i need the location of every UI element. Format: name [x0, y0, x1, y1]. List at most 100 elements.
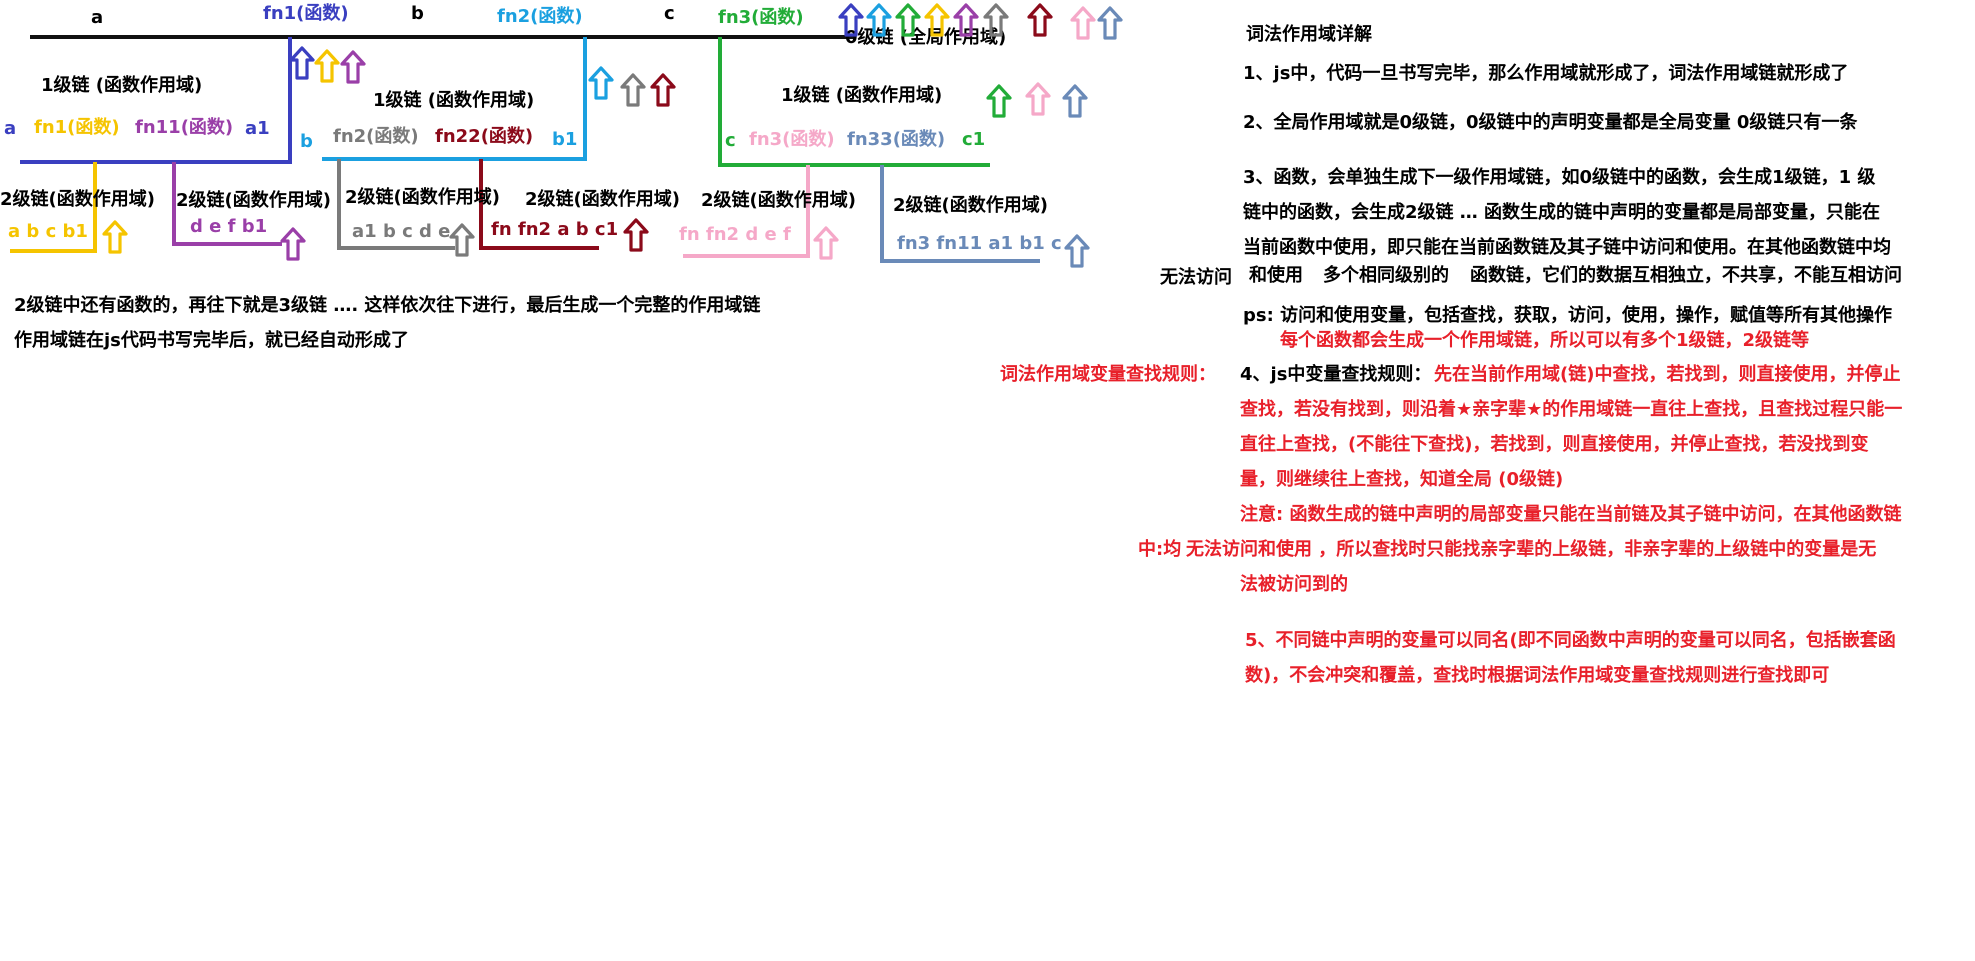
fn3-level2-line [683, 254, 810, 258]
fn3-chain-label: 1级链 (函数作用域) [781, 85, 943, 106]
level2-label-1: 2级链(函数作用域) [0, 189, 155, 210]
up-arrow-icon [838, 3, 864, 37]
top-var-b: b [411, 3, 424, 24]
up-arrow-icon [314, 49, 340, 83]
fn3-chain-fn33: fn33(函数) [847, 129, 946, 150]
fn2-chain-label: 1级链 (函数作用域) [373, 90, 535, 111]
fn3-chain-var-c1: c1 [962, 129, 986, 150]
level2-label-6: 2级链(函数作用域) [893, 195, 1048, 216]
level2-vars-2: d e f b1 [190, 216, 268, 237]
level2-vars-3: a1 b c d e [352, 221, 451, 242]
up-arrow-icon [924, 3, 950, 37]
rule-3: 3、函数，会单独生成下一级作用域链，如0级链中的函数，会生成1级链，1 级 链中… [1243, 160, 1891, 265]
fn2-branch-vertical [583, 37, 587, 161]
fn1-chain-line [20, 160, 292, 164]
rule-3-line-4b: 和使用 [1249, 265, 1303, 286]
up-arrow-icon [449, 223, 475, 257]
fn3-chain-fn3: fn3(函数) [749, 129, 835, 150]
red-note-multi-chains: 每个函数都会生成一个作用域链，所以可以有多个1级链，2级链等 [1280, 330, 1810, 351]
fn1-chain-fn11: fn11(函数) [135, 117, 234, 138]
level2-vars-4: fn fn2 a b c1 [491, 219, 619, 240]
rule-3-line-4a: 无法访问 [1160, 267, 1232, 288]
top-var-c: c [664, 3, 675, 24]
top-fn1: fn1(函数) [263, 3, 349, 24]
level2-vars-5: fn fn2 d e f [679, 224, 791, 245]
fn1-level2-vertical [93, 162, 97, 253]
caution-line-1: 注意: 函数生成的链中声明的局部变量只能在当前链及其子链中访问，在其他函数链 [1240, 504, 1902, 525]
caution-line-2b: 无法访问和使用 ，所以查找时只能找亲字辈的上级链，非亲字辈的上级链中的变量是无 [1186, 539, 1877, 560]
top-fn2: fn2(函数) [497, 6, 583, 27]
rule-5-line-2: 数)，不会冲突和覆盖，查找时根据词法作用域变量查找规则进行查找即可 [1245, 665, 1830, 686]
fn1-chain-fn1: fn1(函数) [34, 117, 120, 138]
up-arrow-icon [1070, 6, 1096, 40]
fn3-chain-line [718, 163, 990, 167]
note-auto-formed: 作用域链在js代码书写完毕后，就已经自动形成了 [14, 330, 409, 351]
rule-3-line-4d: 函数链，它们的数据互相独立，不共享，不能互相访问 [1470, 265, 1902, 286]
rule-5: 5、不同链中声明的变量可以同名(即不同函数中声明的变量可以同名，包括嵌套函 数)… [1245, 623, 1896, 693]
fn33-level2-vertical [880, 165, 884, 263]
rule-4-line-3: 直往上查找，(不能往下查找)，若找到，则直接使用，并停止查找，若没找到变 [1240, 434, 1869, 455]
rule-2: 2、全局作用域就是0级链，0级链中的声明变量都是全局变量 0级链只有一条 [1243, 112, 1858, 133]
up-arrow-icon [1025, 82, 1051, 116]
up-arrow-icon [983, 3, 1009, 37]
up-arrow-icon [588, 66, 614, 100]
ps-note: ps: 访问和使用变量，包括查找，获取，访问，使用，操作，赋值等所有其他操作 [1243, 305, 1893, 326]
level0-line [30, 35, 855, 39]
right-title: 词法作用域详解 [1246, 24, 1372, 45]
rule-3-line-1: 3、函数，会单独生成下一级作用域链，如0级链中的函数，会生成1级链，1 级 [1243, 167, 1876, 188]
fn1-chain-var-a1: a1 [245, 118, 270, 139]
level2-vars-6: fn3 fn11 a1 b1 c [897, 233, 1062, 254]
rule-1: 1、js中，代码一旦书写完毕，那么作用域就形成了，词法作用域链就形成了 [1243, 63, 1849, 84]
caution-line-3: 法被访问到的 [1240, 574, 1348, 595]
top-fn3: fn3(函数) [718, 7, 804, 28]
fn2-level2-vertical [337, 159, 341, 250]
up-arrow-icon [620, 73, 646, 107]
up-arrow-icon [650, 73, 676, 107]
fn3-chain-var-c: c [725, 130, 736, 151]
fn1-level2-line [10, 249, 97, 253]
level2-label-2: 2级链(函数作用域) [176, 190, 331, 211]
lookup-rule-label: 词法作用域变量查找规则： [1000, 364, 1216, 385]
rule-3-line-3: 当前函数中使用，即只能在当前函数链及其子链中访问和使用。在其他函数链中均 [1243, 237, 1891, 258]
rule-3-line-4c: 多个相同级别的 [1323, 265, 1449, 286]
rule-5-line-1: 5、不同链中声明的变量可以同名(即不同函数中声明的变量可以同名，包括嵌套函 [1245, 630, 1896, 651]
fn3-level2-vertical [806, 165, 810, 258]
fn1-chain-label: 1级链 (函数作用域) [41, 75, 203, 96]
fn3-branch-vertical [718, 37, 722, 167]
fn2-chain-fn2: fn2(函数) [333, 126, 419, 147]
up-arrow-icon [623, 218, 649, 252]
rule-4-head: 4、js中变量查找规则： [1240, 364, 1432, 385]
up-arrow-icon [1097, 6, 1123, 40]
fn2-level2-line [337, 246, 455, 250]
fn2-chain-var-b1: b1 [552, 129, 578, 150]
fn1-chain-var-a: a [4, 118, 17, 139]
fn11-level2-vertical [172, 162, 176, 246]
up-arrow-icon [1064, 234, 1090, 268]
fn2-chain-fn22: fn22(函数) [435, 126, 534, 147]
up-arrow-icon [340, 50, 366, 84]
fn2-chain-var-b: b [300, 131, 313, 152]
up-arrow-icon [289, 46, 315, 80]
rule-4-rest: 查找，若没有找到，则沿着★亲字辈★的作用域链一直往上查找，且查找过程只能一 直往… [1240, 392, 1902, 497]
up-arrow-icon [1027, 3, 1053, 37]
rule-4-line-1: 先在当前作用域(链)中查找，若找到，则直接使用，并停止 [1434, 364, 1901, 385]
up-arrow-icon [102, 220, 128, 254]
up-arrow-icon [895, 3, 921, 37]
fn22-level2-line [479, 246, 599, 250]
caution-line-2a: 中:均 [1138, 539, 1182, 560]
level2-label-5: 2级链(函数作用域) [701, 190, 856, 211]
up-arrow-icon [953, 3, 979, 37]
up-arrow-icon [866, 3, 892, 37]
fn33-level2-line [880, 259, 1040, 263]
top-var-a: a [91, 7, 104, 28]
rule-4-line-4: 量，则继续往上查找，知道全局 (0级链) [1240, 469, 1564, 490]
up-arrow-icon [813, 226, 839, 260]
rule-4-line-2: 查找，若没有找到，则沿着★亲字辈★的作用域链一直往上查找，且查找过程只能一 [1240, 399, 1903, 420]
fn2-chain-line [322, 157, 587, 161]
up-arrow-icon [986, 84, 1012, 118]
rule-3-line-2: 链中的函数，会生成2级链 … 函数生成的链中声明的变量都是局部变量，只能在 [1243, 202, 1881, 223]
fn22-level2-vertical [479, 159, 483, 250]
up-arrow-icon [280, 227, 306, 261]
level2-label-3: 2级链(函数作用域) [345, 187, 500, 208]
